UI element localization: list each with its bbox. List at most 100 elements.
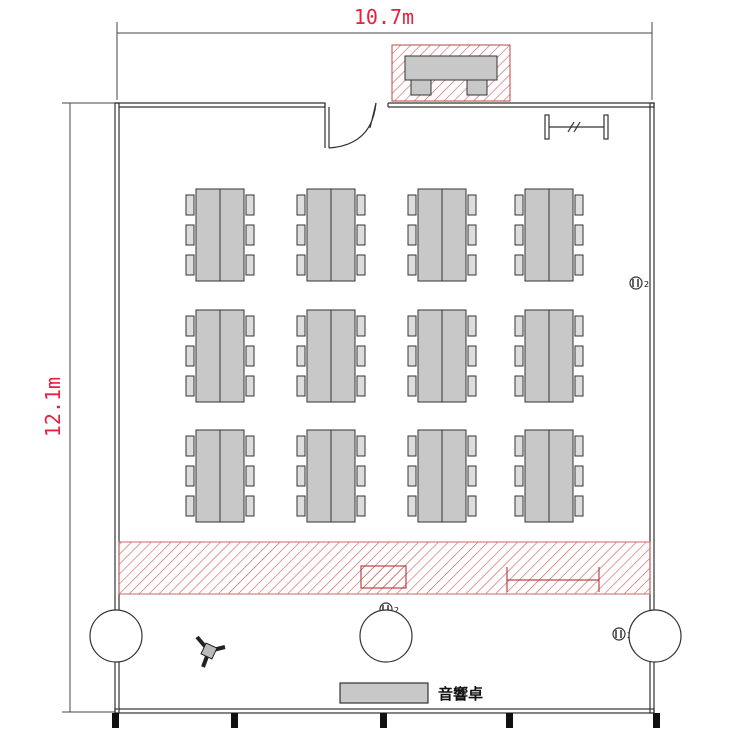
table-cluster xyxy=(407,188,477,282)
height-dimension xyxy=(62,102,115,713)
stage-step-left xyxy=(410,79,432,96)
table xyxy=(417,188,443,282)
chair xyxy=(296,254,306,276)
chair xyxy=(296,315,306,337)
table-cluster xyxy=(407,309,477,403)
table xyxy=(330,309,356,403)
table xyxy=(548,429,574,523)
table xyxy=(195,429,221,523)
chair xyxy=(574,194,584,216)
chair xyxy=(467,345,477,367)
table-cluster xyxy=(514,309,584,403)
pillar-left xyxy=(89,609,143,663)
chair xyxy=(245,224,255,246)
chair xyxy=(245,254,255,276)
chair xyxy=(407,194,417,216)
chair xyxy=(185,375,195,397)
chair xyxy=(514,224,524,246)
chair xyxy=(185,254,195,276)
chair xyxy=(407,224,417,246)
table xyxy=(219,188,245,282)
chair xyxy=(356,194,366,216)
table xyxy=(219,309,245,403)
table-cluster xyxy=(185,309,255,403)
chair xyxy=(574,345,584,367)
chair xyxy=(574,254,584,276)
round-table-center xyxy=(359,609,413,663)
chair xyxy=(467,495,477,517)
chair xyxy=(514,315,524,337)
top-right-fixture xyxy=(544,114,609,140)
table xyxy=(306,188,332,282)
chair xyxy=(296,375,306,397)
outlet: 2 xyxy=(629,276,649,290)
chair xyxy=(296,224,306,246)
chair xyxy=(296,194,306,216)
table xyxy=(524,429,550,523)
chair xyxy=(245,465,255,487)
chair xyxy=(574,495,584,517)
chair xyxy=(356,254,366,276)
mixer-label: 音響卓 xyxy=(438,685,483,703)
table-cluster xyxy=(514,188,584,282)
chair xyxy=(467,194,477,216)
chair xyxy=(296,495,306,517)
chair xyxy=(407,375,417,397)
chair xyxy=(245,375,255,397)
chair xyxy=(245,194,255,216)
table xyxy=(195,188,221,282)
table xyxy=(548,188,574,282)
chair xyxy=(514,345,524,367)
chair xyxy=(407,345,417,367)
chair xyxy=(407,254,417,276)
chair xyxy=(574,465,584,487)
stage-step-right xyxy=(466,79,488,96)
table-cluster xyxy=(185,429,255,523)
table xyxy=(306,309,332,403)
band-bar-fixture xyxy=(506,567,600,592)
chair xyxy=(185,345,195,367)
chair xyxy=(467,375,477,397)
chair xyxy=(514,194,524,216)
chair xyxy=(356,345,366,367)
wall-posts xyxy=(112,713,660,728)
table xyxy=(441,188,467,282)
chair xyxy=(407,315,417,337)
width-dimension-label: 10.7m xyxy=(354,5,414,29)
table xyxy=(417,429,443,523)
table xyxy=(548,309,574,403)
chair xyxy=(356,465,366,487)
table xyxy=(441,309,467,403)
chair xyxy=(245,435,255,457)
chair xyxy=(514,465,524,487)
chair xyxy=(514,495,524,517)
tripod-light-icon xyxy=(195,635,226,668)
table-cluster xyxy=(514,429,584,523)
chair xyxy=(467,465,477,487)
table xyxy=(524,309,550,403)
table xyxy=(219,429,245,523)
chair xyxy=(467,435,477,457)
mixer-desk xyxy=(339,682,429,704)
chair xyxy=(245,315,255,337)
chair xyxy=(574,435,584,457)
door xyxy=(328,102,377,149)
chair xyxy=(356,375,366,397)
chair xyxy=(356,224,366,246)
band-box xyxy=(360,565,407,589)
chair xyxy=(296,435,306,457)
chair xyxy=(185,435,195,457)
stage-platform xyxy=(404,55,498,81)
table xyxy=(330,188,356,282)
chair xyxy=(574,375,584,397)
chair xyxy=(407,435,417,457)
table xyxy=(195,309,221,403)
table xyxy=(417,309,443,403)
chair xyxy=(467,315,477,337)
chair xyxy=(574,315,584,337)
chair xyxy=(245,345,255,367)
outlet-count: 2 xyxy=(644,280,649,289)
chair xyxy=(296,465,306,487)
chair xyxy=(356,435,366,457)
